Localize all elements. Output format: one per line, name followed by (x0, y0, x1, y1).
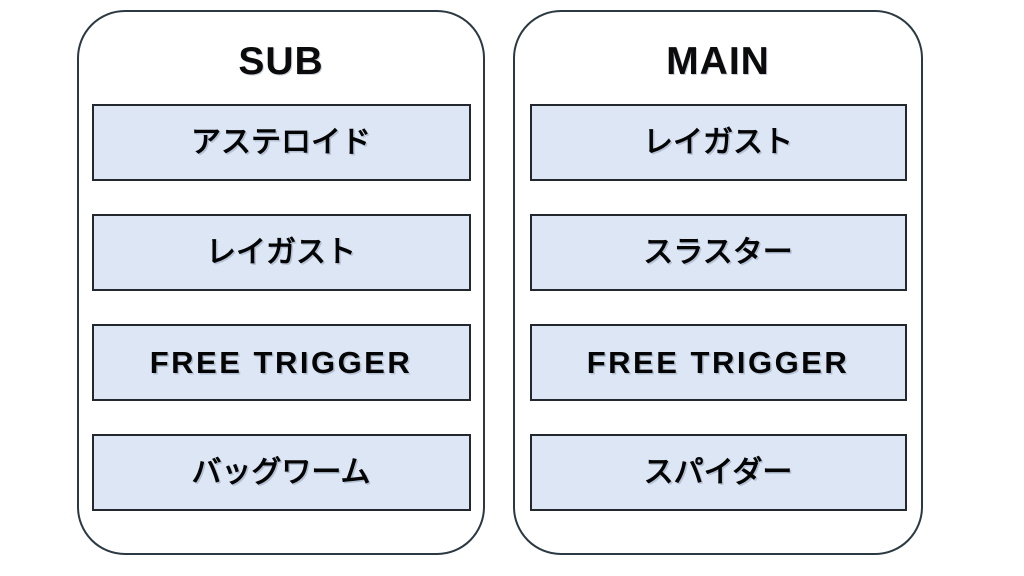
list-item[interactable]: スラスター (529, 214, 907, 291)
item-label: FREE TRIGGER (586, 345, 850, 380)
list-item[interactable]: アステロイド (91, 104, 471, 181)
list-item[interactable]: スパイダー (529, 434, 907, 511)
item-list-main: レイガスト スラスター FREE TRIGGER スパイダー (515, 104, 921, 511)
item-label: バッグワーム (191, 455, 371, 489)
list-item[interactable]: バッグワーム (91, 434, 471, 511)
column-title-sub: SUB (238, 40, 324, 83)
item-label: レイガスト (206, 235, 356, 269)
item-label: スパイダー (643, 455, 793, 489)
column-main: MAIN レイガスト スラスター FREE TRIGGER スパイダー (513, 10, 923, 555)
list-item[interactable]: レイガスト (529, 104, 907, 181)
column-title-main: MAIN (666, 40, 770, 83)
item-label: FREE TRIGGER (149, 345, 413, 380)
list-item[interactable]: FREE TRIGGER (91, 324, 471, 401)
item-label: アステロイド (191, 125, 371, 159)
item-list-sub: アステロイド レイガスト FREE TRIGGER バッグワーム (79, 104, 483, 511)
item-label: レイガスト (643, 125, 793, 159)
list-item[interactable]: FREE TRIGGER (529, 324, 907, 401)
item-label: スラスター (643, 235, 793, 269)
column-sub: SUB アステロイド レイガスト FREE TRIGGER バッグワーム (77, 10, 485, 555)
list-item[interactable]: レイガスト (91, 214, 471, 291)
